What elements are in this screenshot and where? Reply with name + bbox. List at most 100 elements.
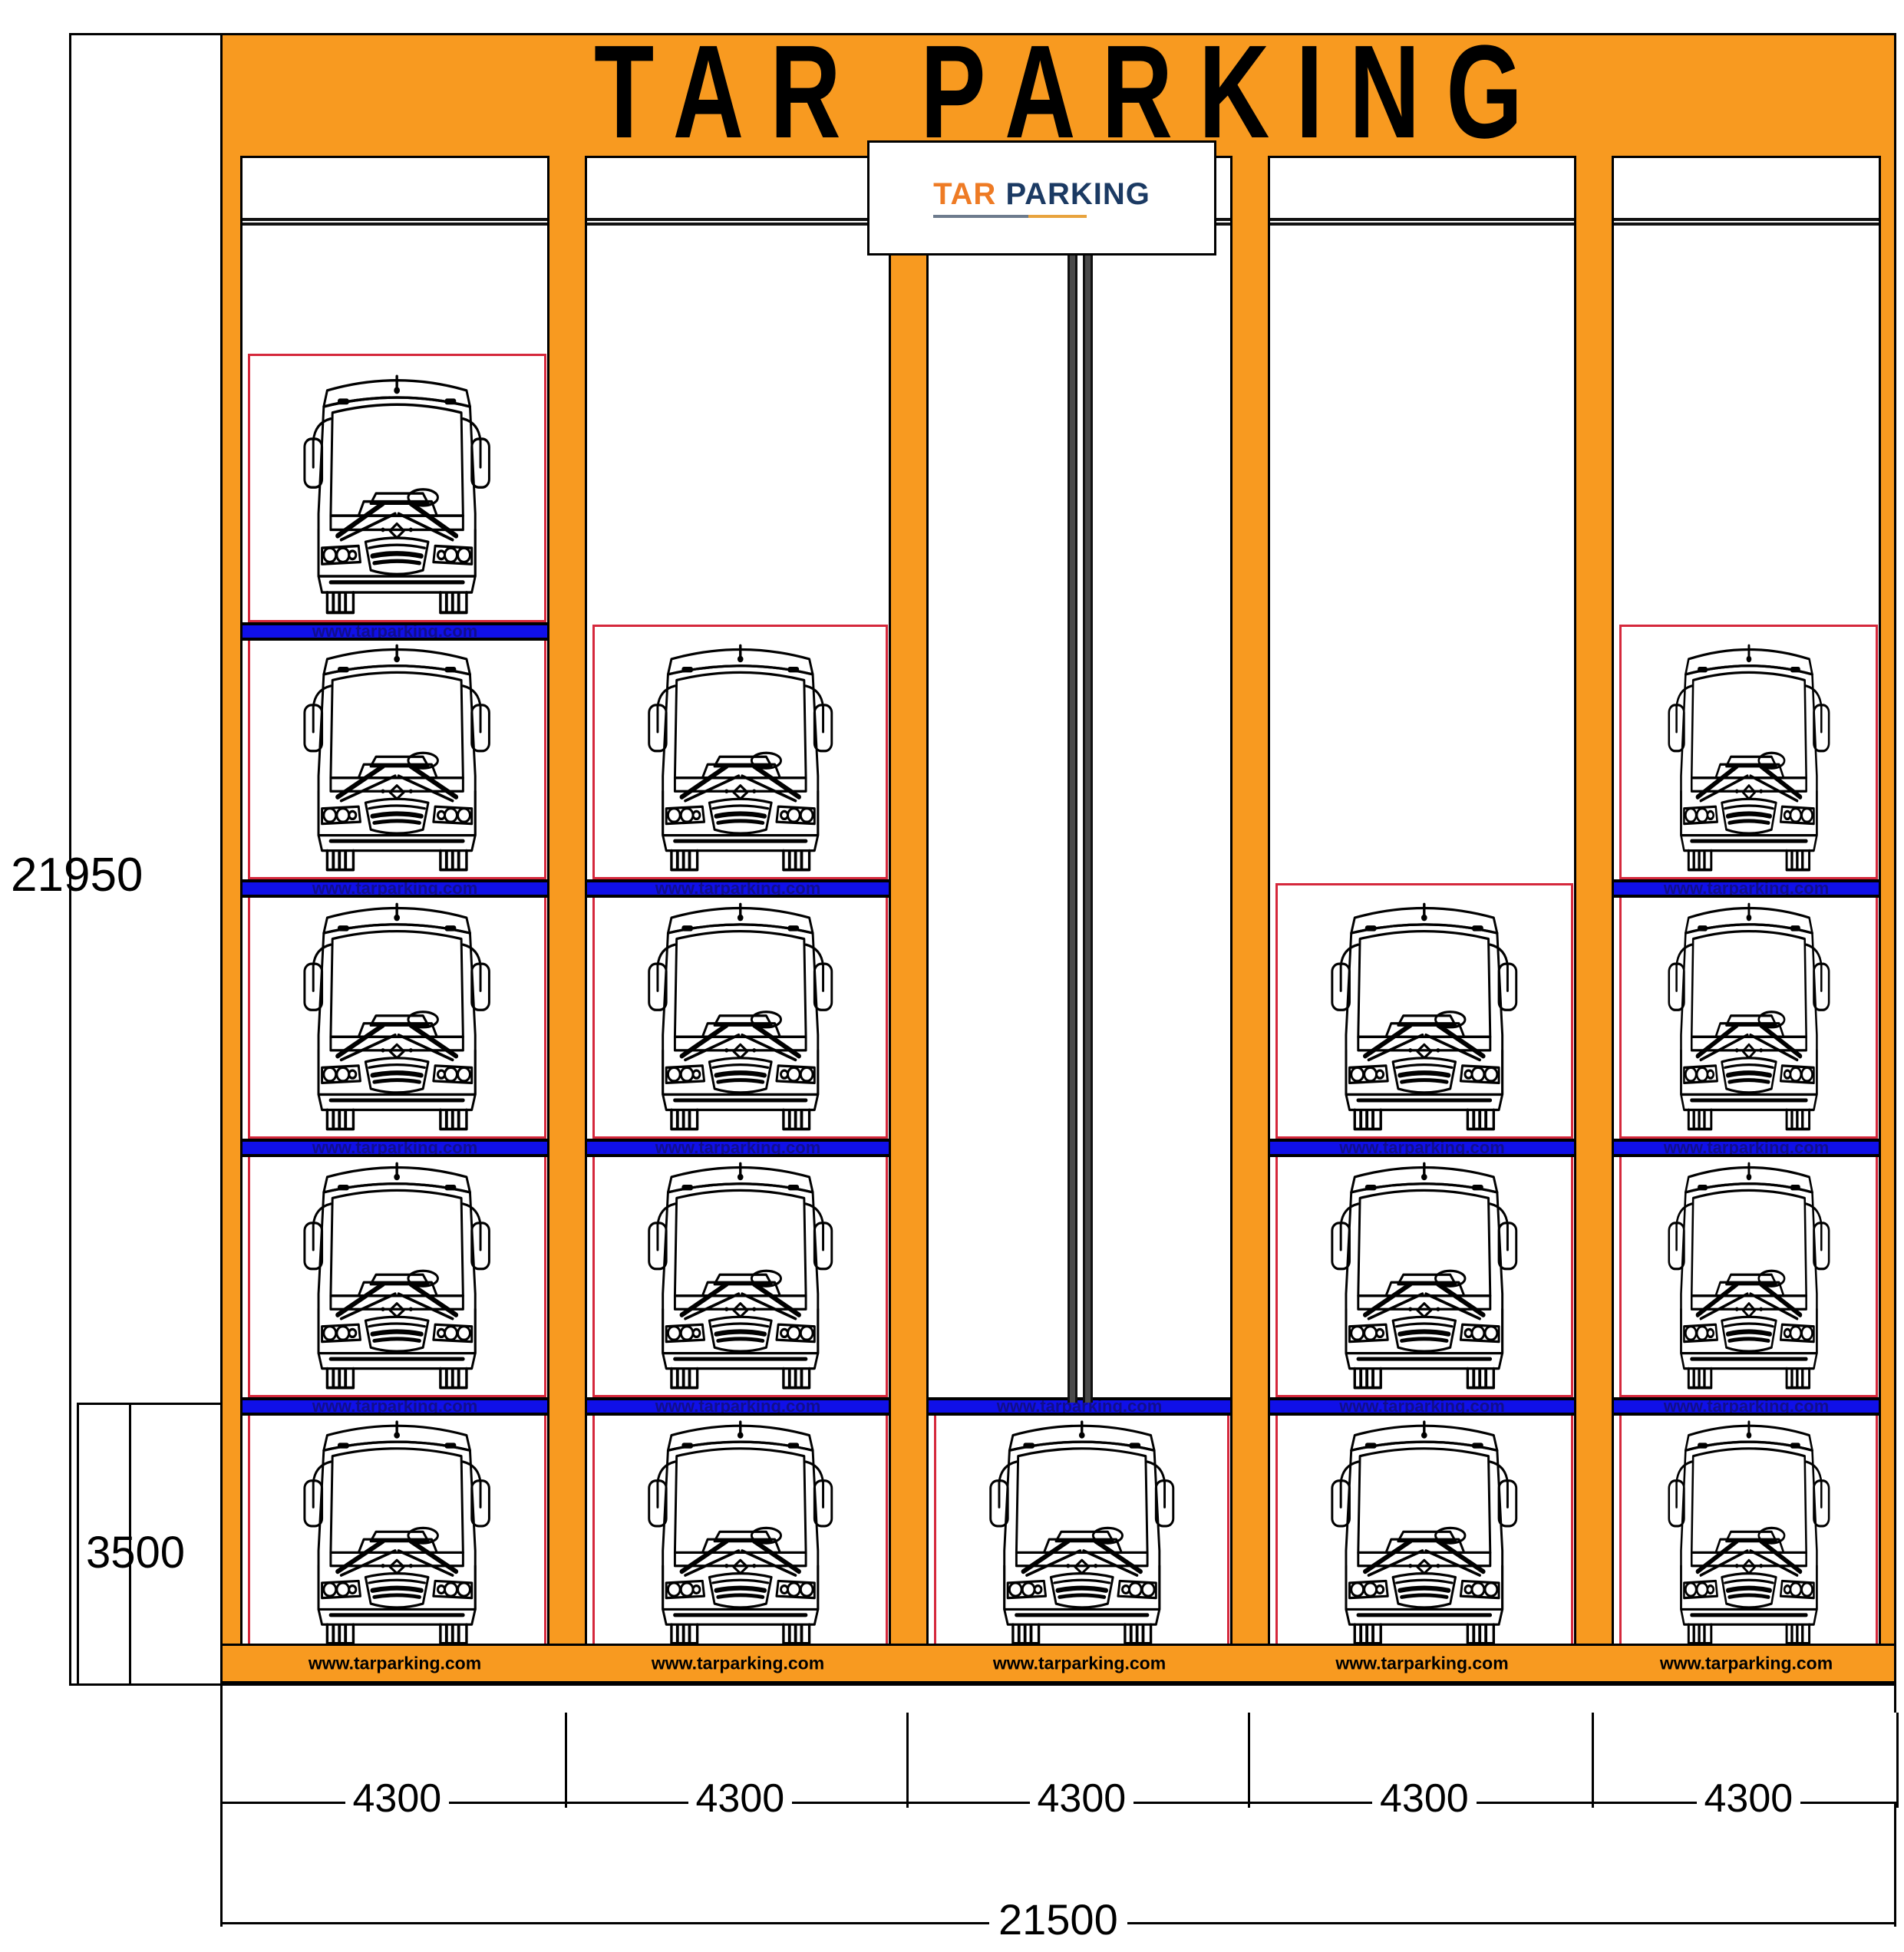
bay-top-rail <box>1270 218 1574 226</box>
total-height-label: 21950 <box>11 849 144 902</box>
column-dim-tick <box>565 1713 567 1808</box>
platform-watermark: www.tarparking.com <box>312 622 478 641</box>
parking-bay[interactable]: www.tarparking.com <box>926 156 1232 1648</box>
bus-front-elevation <box>1668 644 1830 872</box>
bus-front-elevation <box>1668 902 1830 1131</box>
structure-banner: TAR PARKING <box>223 26 1894 159</box>
column-dim-tick <box>1896 1713 1899 1808</box>
column-width-label: 4300 <box>345 1779 450 1818</box>
lift-platform[interactable]: www.tarparking.com <box>1614 1139 1879 1157</box>
lift-platform[interactable]: www.tarparking.com <box>1614 1397 1879 1416</box>
platform-watermark: www.tarparking.com <box>312 1139 478 1157</box>
bus-vehicle[interactable] <box>637 891 844 1131</box>
bus-front-elevation <box>648 644 833 872</box>
bus-front-elevation <box>303 902 491 1131</box>
bus-vehicle[interactable] <box>292 891 501 1131</box>
footer-url: www.tarparking.com <box>651 1653 825 1673</box>
logo-text-tar: TAR <box>933 176 997 211</box>
parking-bay[interactable]: www.tarparking.com www.tarparking.com www.… <box>240 156 549 1648</box>
logo-wordmark: TAR PARKING <box>933 179 1150 209</box>
lift-platform[interactable]: www.tarparking.com <box>1614 879 1879 898</box>
lift-platform[interactable]: www.tarparking.com <box>243 1139 547 1157</box>
bus-front-elevation <box>1331 902 1518 1131</box>
platform-watermark: www.tarparking.com <box>655 1397 821 1416</box>
bus-vehicle[interactable] <box>1320 1409 1529 1645</box>
lift-platform[interactable]: www.tarparking.com <box>1270 1397 1574 1416</box>
column-dim-tick <box>220 1713 223 1808</box>
bus-vehicle[interactable] <box>1658 632 1840 872</box>
column-dim-tick <box>1592 1713 1594 1808</box>
bus-vehicle[interactable] <box>1320 1150 1529 1390</box>
bus-vehicle[interactable] <box>292 1409 501 1645</box>
bus-vehicle[interactable] <box>292 1150 501 1390</box>
lift-platform[interactable]: www.tarparking.com <box>929 1397 1230 1416</box>
bus-vehicle[interactable] <box>637 632 844 872</box>
parking-bay[interactable]: www.tarparking.com www.tarparking.com www.… <box>1612 156 1881 1648</box>
platform-watermark: www.tarparking.com <box>1339 1139 1505 1157</box>
vehicle-envelope <box>592 625 888 879</box>
platform-watermark: www.tarparking.com <box>312 1397 478 1416</box>
lift-mast-rail <box>1067 160 1077 1403</box>
parking-bay[interactable]: www.tarparking.com www.tarparking.com www.… <box>585 156 891 1648</box>
bus-vehicle[interactable] <box>1658 891 1840 1131</box>
bus-vehicle[interactable] <box>637 1150 844 1390</box>
footer-url: www.tarparking.com <box>1659 1653 1833 1673</box>
level-dim-tick-top <box>77 1403 223 1405</box>
bus-front-elevation <box>303 1162 491 1390</box>
platform-watermark: www.tarparking.com <box>655 879 821 898</box>
lift-platform[interactable]: www.tarparking.com <box>587 1397 889 1416</box>
bus-vehicle[interactable] <box>1658 1409 1840 1645</box>
platform-watermark: www.tarparking.com <box>1339 1397 1505 1416</box>
level-height-label: 3500 <box>86 1528 186 1578</box>
bus-front-elevation <box>303 374 491 614</box>
extension-left <box>220 1686 223 1713</box>
level-height-dimension-line <box>129 1403 131 1686</box>
bus-vehicle[interactable] <box>292 632 501 872</box>
bay-top-rail <box>243 218 547 226</box>
logo: TAR PARKING <box>933 179 1150 218</box>
logo-plate: TAR PARKING <box>867 140 1216 256</box>
bus-front-elevation <box>648 1420 833 1645</box>
column-dim-tick <box>1248 1713 1250 1808</box>
bus-front-elevation <box>1331 1162 1518 1390</box>
bus-vehicle[interactable] <box>978 1409 1186 1645</box>
lift-platform[interactable]: www.tarparking.com <box>243 622 547 641</box>
bus-front-elevation <box>1668 1162 1830 1390</box>
footer-url: www.tarparking.com <box>308 1653 482 1673</box>
platform-watermark: www.tarparking.com <box>996 1397 1163 1416</box>
column-dim-tick <box>906 1713 909 1808</box>
platform-watermark: www.tarparking.com <box>312 879 478 898</box>
bus-vehicle[interactable] <box>292 362 501 615</box>
banner-title: TAR PARKING <box>594 18 1549 167</box>
bus-front-elevation <box>303 644 491 872</box>
bus-front-elevation <box>303 1420 491 1645</box>
footer-url: www.tarparking.com <box>992 1653 1166 1673</box>
footer-band: www.tarparking.com www.tarparking.com www.… <box>223 1644 1894 1683</box>
bus-front-elevation <box>1331 1420 1518 1645</box>
lift-platform[interactable]: www.tarparking.com <box>243 879 547 898</box>
level-dim-extension <box>77 1403 79 1686</box>
total-width-tick-left <box>220 1802 223 1927</box>
logo-space <box>996 177 1005 211</box>
platform-watermark: www.tarparking.com <box>1663 1397 1830 1416</box>
platform-watermark: www.tarparking.com <box>1663 1139 1830 1157</box>
bus-vehicle[interactable] <box>1658 1150 1840 1390</box>
vehicle-envelope <box>1619 625 1878 879</box>
bus-vehicle[interactable] <box>1320 891 1529 1131</box>
parking-structure: TAR PARKING <box>220 26 1896 1686</box>
vehicle-envelope <box>1275 883 1573 1139</box>
column-width-label: 4300 <box>1372 1779 1477 1818</box>
height-dim-tick-top <box>69 33 223 35</box>
parking-bay[interactable]: www.tarparking.com www.tarparking.com <box>1268 156 1576 1648</box>
lift-platform[interactable]: www.tarparking.com <box>1270 1139 1574 1157</box>
bus-front-elevation <box>648 902 833 1131</box>
lift-platform[interactable]: www.tarparking.com <box>587 1139 889 1157</box>
column-width-label: 4300 <box>1029 1779 1134 1818</box>
bus-vehicle[interactable] <box>637 1409 844 1645</box>
vehicle-envelope <box>248 354 546 622</box>
lift-platform[interactable]: www.tarparking.com <box>587 879 889 898</box>
lift-platform[interactable]: www.tarparking.com <box>243 1397 547 1416</box>
footer-url: www.tarparking.com <box>1335 1653 1509 1673</box>
column-width-label: 4300 <box>688 1779 793 1818</box>
